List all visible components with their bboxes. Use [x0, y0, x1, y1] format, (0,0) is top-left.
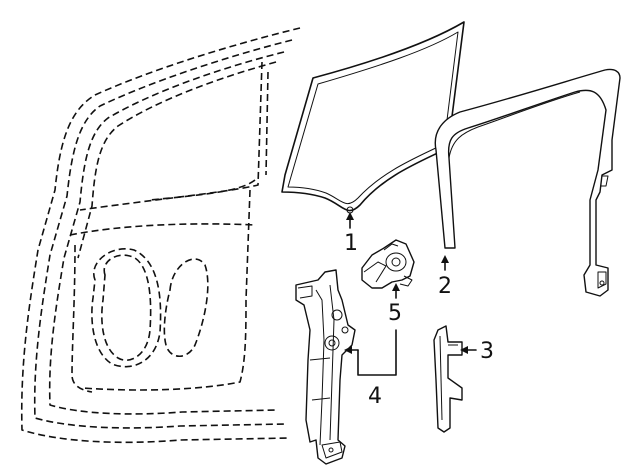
leader-lines	[344, 212, 477, 376]
window-motor-part-5	[361, 239, 415, 289]
callout-label-4: 4	[368, 384, 382, 409]
glass-run-channel-part-2	[434, 68, 621, 297]
callout-label-3: 3	[480, 339, 494, 364]
door-glass-part-1	[281, 21, 465, 214]
door-frame-outline	[20, 27, 301, 444]
bracket-part-3	[433, 325, 463, 433]
window-regulator-part-4	[295, 269, 356, 465]
callout-label-1: 1	[344, 231, 358, 256]
callout-label-5: 5	[388, 301, 402, 326]
callout-label-2: 2	[438, 274, 452, 299]
